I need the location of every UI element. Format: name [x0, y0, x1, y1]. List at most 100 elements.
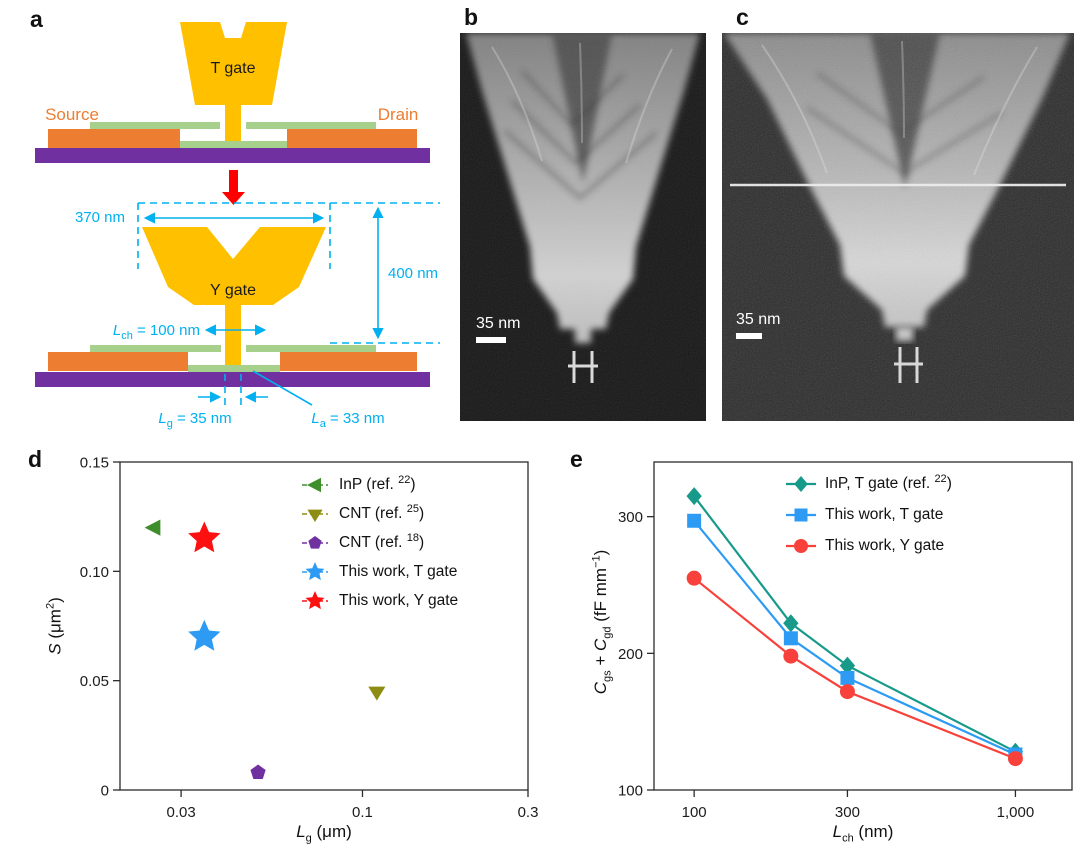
channel-layer-2: [188, 365, 280, 372]
scale-label: 35 nm: [476, 315, 520, 332]
t-gate-schematic: T gate Source Drain: [35, 22, 430, 163]
legend-item: This work, Y gate: [784, 530, 952, 561]
y-tick-label: 0: [101, 783, 109, 800]
y-gate-head: [142, 227, 326, 305]
data-point: [188, 619, 221, 651]
schematic-panel-a: T gate Source Drain Y gate: [35, 22, 440, 430]
y-tick-label: 0.05: [80, 673, 109, 690]
source-contact: [48, 129, 180, 148]
legend-marker-glyph: [794, 538, 808, 553]
y-gate-label: Y gate: [210, 282, 256, 299]
legend-marker-glyph: [307, 477, 321, 492]
drain-label: Drain: [378, 105, 419, 124]
legend-label: CNT (ref. 25): [339, 503, 425, 523]
data-point: [188, 521, 221, 553]
legend-marker-glyph: [305, 590, 325, 609]
legend-marker-glyph: [308, 535, 322, 549]
t-gate-label: T gate: [210, 60, 255, 77]
legend-d: InP (ref. 22) CNT (ref. 25) CNT (ref. 18) T…: [298, 470, 458, 615]
source-layer-2: [90, 345, 221, 352]
legend-label: This work, Y gate: [339, 591, 459, 609]
y-tick-label: 100: [618, 783, 643, 800]
legend-item: This work, T gate: [784, 499, 952, 530]
dim-lch-label: Lch = 100 nm: [113, 322, 200, 342]
panel-label-c: c: [736, 4, 749, 30]
legend-marker-glyph: [794, 508, 808, 521]
legend-marker: [786, 538, 816, 553]
legend-label: This work, Y gate: [825, 536, 945, 554]
y-tick-label: 0.15: [80, 455, 109, 472]
sem-image-y-gate: 35 nm: [722, 33, 1074, 421]
data-point: [250, 764, 266, 779]
legend-marker: [302, 590, 328, 609]
drain-layer-2: [246, 345, 376, 352]
dim-la-label: La = 33 nm: [311, 410, 384, 430]
drain-contact: [287, 129, 417, 148]
legend-item: CNT (ref. 25): [298, 499, 458, 528]
x-tick-label: 1,000: [997, 804, 1035, 821]
source-contact-2: [48, 352, 188, 371]
source-layer: [90, 122, 220, 129]
dim-400-label: 400 nm: [388, 265, 438, 282]
legend-item: CNT (ref. 18): [298, 528, 458, 557]
y-tick-label: 0.10: [80, 564, 109, 581]
series-line: [693, 520, 1016, 756]
x-tick-label: 100: [682, 804, 707, 821]
data-point: [783, 648, 799, 664]
channel-layer: [180, 141, 287, 148]
data-point: [839, 684, 855, 700]
data-point: [783, 614, 799, 633]
la-pointer-line: [252, 370, 313, 406]
plot-frame: [119, 461, 529, 791]
x-tick-label: 0.1: [352, 804, 373, 821]
scale-label: 35 nm: [736, 311, 780, 328]
substrate: [35, 148, 430, 163]
chart-e-xlabel: Lch (nm): [832, 822, 894, 845]
data-point: [783, 631, 798, 646]
dashed-guides: [137, 202, 440, 405]
series-line: [693, 577, 1016, 760]
legend-label: This work, T gate: [339, 562, 458, 580]
legend-item: InP, T gate (ref. 22): [784, 468, 952, 499]
panel-label-a: a: [30, 6, 43, 32]
legend-label: CNT (ref. 18): [339, 532, 425, 552]
legend-label: InP, T gate (ref. 22): [825, 473, 952, 493]
data-point: [687, 513, 702, 528]
dimension-labels: 370 nm 400 nm Lch = 100 nm Lg = 35 nm La…: [75, 209, 438, 430]
dimension-annotations: [137, 202, 440, 406]
y-gate-schematic: Y gate: [35, 227, 430, 387]
data-point: [1007, 751, 1023, 767]
source-label: Source: [45, 105, 99, 124]
chart-d-xlabel: Lg (μm): [296, 822, 352, 845]
chart-d-ylabel: S (μm2): [44, 597, 65, 655]
legend-item: This work, T gate: [298, 557, 458, 586]
legend-marker-glyph: [305, 561, 325, 580]
legend-label: InP (ref. 22): [339, 474, 416, 494]
y-gate-stem: [225, 305, 241, 365]
data-point: [840, 670, 855, 685]
x-tick-label: 0.03: [166, 804, 195, 821]
dim-lg-label: Lg = 35 nm: [158, 410, 231, 430]
legend-marker-glyph: [794, 475, 808, 492]
legend-marker: [786, 475, 816, 492]
down-arrow-icon: [222, 170, 245, 205]
x-tick-label: 0.3: [518, 804, 539, 821]
legend-marker: [302, 535, 328, 549]
series-line: [693, 495, 1016, 753]
legend-marker-glyph: [307, 509, 323, 522]
legend-marker: [302, 509, 328, 522]
film-grain: [460, 33, 706, 421]
scale-bar: [736, 333, 762, 339]
drain-contact-2: [280, 352, 417, 371]
legend-marker: [302, 477, 328, 492]
t-gate-head: [180, 22, 287, 105]
data-point: [686, 487, 702, 506]
x-tick-label: 300: [835, 804, 860, 821]
drain-layer: [246, 122, 376, 129]
data-point: [368, 686, 386, 701]
legend-marker: [302, 561, 328, 580]
y-tick-label: 300: [618, 509, 643, 526]
